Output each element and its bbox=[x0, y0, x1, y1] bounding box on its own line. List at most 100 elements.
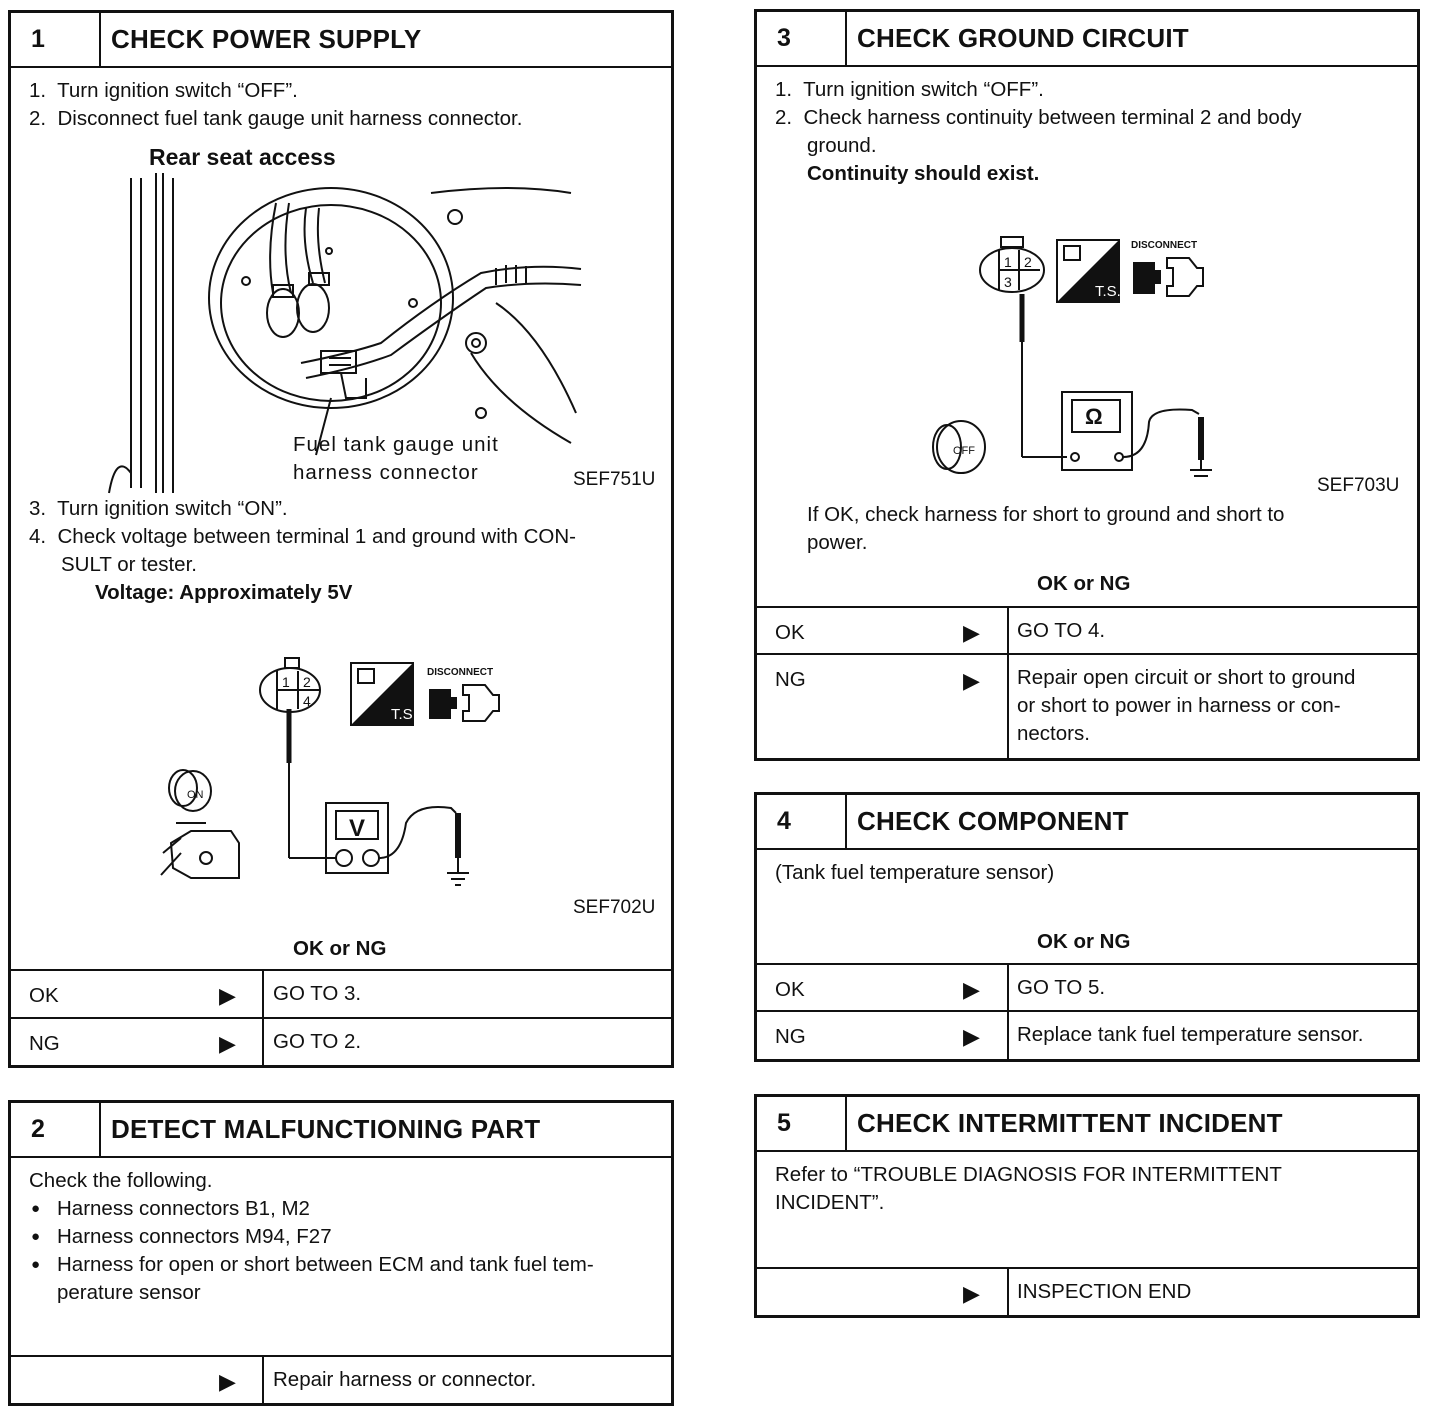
step-number: 5 bbox=[757, 1097, 847, 1150]
check-item-2: Harness connectors M94, F27 bbox=[57, 1225, 332, 1248]
arrow-icon: ▶ bbox=[963, 668, 980, 693]
instruction-2: 2. Disconnect fuel tank gauge unit harne… bbox=[29, 107, 523, 130]
step-title: CHECK GROUND CIRCUIT bbox=[857, 23, 1189, 53]
divider bbox=[757, 963, 1417, 965]
reference-line-1: Refer to “TROUBLE DIAGNOSIS FOR INTERMIT… bbox=[775, 1163, 1282, 1186]
bullet-icon: ● bbox=[31, 1228, 41, 1245]
intro-text: Check the following. bbox=[29, 1169, 213, 1192]
spec-value: Continuity should exist. bbox=[807, 162, 1040, 185]
figure-code: SEF751U bbox=[573, 469, 656, 490]
result-ng-label: NG bbox=[29, 1032, 60, 1055]
pin-1: 1 bbox=[282, 674, 290, 690]
result-ok-label: OK bbox=[775, 621, 805, 644]
step-title: CHECK COMPONENT bbox=[857, 806, 1129, 836]
result-ng-label: NG bbox=[775, 1025, 806, 1048]
instruction-1: 1. Turn ignition switch “OFF”. bbox=[29, 79, 298, 102]
step-title: DETECT MALFUNCTIONING PART bbox=[111, 1114, 541, 1144]
divider bbox=[1007, 1267, 1009, 1315]
voltage-check-diagram: T.S. DISCONNECT 1 2 4 V ON bbox=[160, 657, 500, 886]
result-ok-action: GO TO 4. bbox=[1017, 619, 1106, 642]
pin-3: 3 bbox=[1004, 274, 1012, 290]
result-ok-label: OK bbox=[775, 978, 805, 1001]
divider bbox=[262, 969, 264, 1065]
key-on-label: ON bbox=[187, 789, 204, 801]
instruction-2-line-1: 2. Check harness continuity between term… bbox=[775, 106, 1302, 129]
divider bbox=[757, 1267, 1417, 1269]
note-line-2: power. bbox=[807, 531, 868, 554]
ohmmeter-symbol: Ω bbox=[1085, 404, 1103, 429]
continuity-check-diagram: T.S. DISCONNECT 1 2 3 Ω OFF bbox=[932, 236, 1212, 477]
step-1-box: 1 CHECK POWER SUPPLY 1. Turn ignition sw… bbox=[8, 10, 674, 1068]
instruction-4-line-2: SULT or tester. bbox=[61, 553, 197, 576]
pin-4: 4 bbox=[303, 693, 311, 709]
ts-label: T.S. bbox=[1095, 283, 1121, 300]
pin-2: 2 bbox=[303, 674, 311, 690]
divider bbox=[757, 653, 1417, 655]
divider bbox=[1007, 963, 1009, 1059]
arrow-icon: ▶ bbox=[963, 620, 980, 645]
check-item-1: Harness connectors B1, M2 bbox=[57, 1197, 310, 1220]
result-action: INSPECTION END bbox=[1017, 1280, 1192, 1303]
arrow-icon: ▶ bbox=[963, 977, 980, 1002]
divider bbox=[1007, 606, 1009, 758]
step-4-header: 4 CHECK COMPONENT bbox=[757, 795, 1417, 850]
arrow-icon: ▶ bbox=[219, 1369, 236, 1394]
step-number: 1 bbox=[11, 13, 101, 66]
result-ok-action: GO TO 5. bbox=[1017, 976, 1106, 999]
ts-label: T.S. bbox=[391, 706, 417, 723]
step-3-header: 3 CHECK GROUND CIRCUIT bbox=[757, 12, 1417, 67]
divider bbox=[262, 1355, 264, 1403]
arrow-icon: ▶ bbox=[963, 1281, 980, 1306]
component-name: (Tank fuel temperature sensor) bbox=[775, 861, 1055, 884]
disconnect-label: DISCONNECT bbox=[1131, 240, 1197, 251]
result-action: Repair harness or connector. bbox=[273, 1368, 537, 1391]
ok-or-ng-heading: OK or NG bbox=[1037, 930, 1131, 953]
step-number: 2 bbox=[11, 1103, 101, 1156]
step-1-header: 1 CHECK POWER SUPPLY bbox=[11, 13, 671, 68]
reference-line-2: INCIDENT”. bbox=[775, 1191, 885, 1214]
bullet-icon: ● bbox=[31, 1256, 41, 1273]
step-title: CHECK INTERMITTENT INCIDENT bbox=[857, 1108, 1283, 1138]
figure-title: Rear seat access bbox=[149, 144, 336, 170]
divider bbox=[11, 1355, 671, 1357]
pin-1: 1 bbox=[1004, 254, 1012, 270]
connector-label-line-2: harness connector bbox=[293, 461, 479, 484]
step-4-box: 4 CHECK COMPONENT (Tank fuel temperature… bbox=[754, 792, 1420, 1062]
key-off-label: OFF bbox=[953, 445, 975, 457]
step-2-header: 2 DETECT MALFUNCTIONING PART bbox=[11, 1103, 671, 1158]
result-ng-action: GO TO 2. bbox=[273, 1030, 362, 1053]
result-ok-action: GO TO 3. bbox=[273, 982, 362, 1005]
result-ng-action-line-1: Repair open circuit or short to ground bbox=[1017, 666, 1356, 689]
step-number: 3 bbox=[757, 12, 847, 65]
check-item-3-line-2: perature sensor bbox=[57, 1281, 201, 1304]
divider bbox=[11, 1017, 671, 1019]
step-number: 4 bbox=[757, 795, 847, 848]
instruction-4-line-1: 4. Check voltage between terminal 1 and … bbox=[29, 525, 576, 548]
step-2-box: 2 DETECT MALFUNCTIONING PART Check the f… bbox=[8, 1100, 674, 1406]
divider bbox=[11, 969, 671, 971]
bullet-icon: ● bbox=[31, 1200, 41, 1217]
step-title: CHECK POWER SUPPLY bbox=[111, 24, 422, 54]
instruction-1: 1. Turn ignition switch “OFF”. bbox=[775, 78, 1044, 101]
arrow-icon: ▶ bbox=[219, 983, 236, 1008]
result-ng-label: NG bbox=[775, 668, 806, 691]
disconnect-label: DISCONNECT bbox=[427, 667, 493, 678]
result-ng-action-line-2: or short to power in harness or con- bbox=[1017, 694, 1341, 717]
ok-or-ng-heading: OK or NG bbox=[293, 937, 387, 960]
instruction-2-line-2: ground. bbox=[807, 134, 877, 157]
ok-or-ng-heading: OK or NG bbox=[1037, 572, 1131, 595]
step-3-box: 3 CHECK GROUND CIRCUIT 1. Turn ignition … bbox=[754, 9, 1420, 761]
pin-2: 2 bbox=[1024, 254, 1032, 270]
arrow-icon: ▶ bbox=[963, 1024, 980, 1049]
figure-code: SEF702U bbox=[573, 897, 656, 918]
result-ng-action-line-3: nectors. bbox=[1017, 722, 1090, 745]
arrow-icon: ▶ bbox=[219, 1031, 236, 1056]
figure-code: SEF703U bbox=[1317, 475, 1400, 496]
voltmeter-symbol: V bbox=[349, 815, 365, 842]
rear-seat-access-illustration bbox=[108, 173, 582, 494]
note-line-1: If OK, check harness for short to ground… bbox=[807, 503, 1285, 526]
step-5-box: 5 CHECK INTERMITTENT INCIDENT Refer to “… bbox=[754, 1094, 1420, 1318]
divider bbox=[757, 606, 1417, 608]
spec-value: Voltage: Approximately 5V bbox=[95, 581, 353, 604]
check-item-3-line-1: Harness for open or short between ECM an… bbox=[57, 1253, 594, 1276]
